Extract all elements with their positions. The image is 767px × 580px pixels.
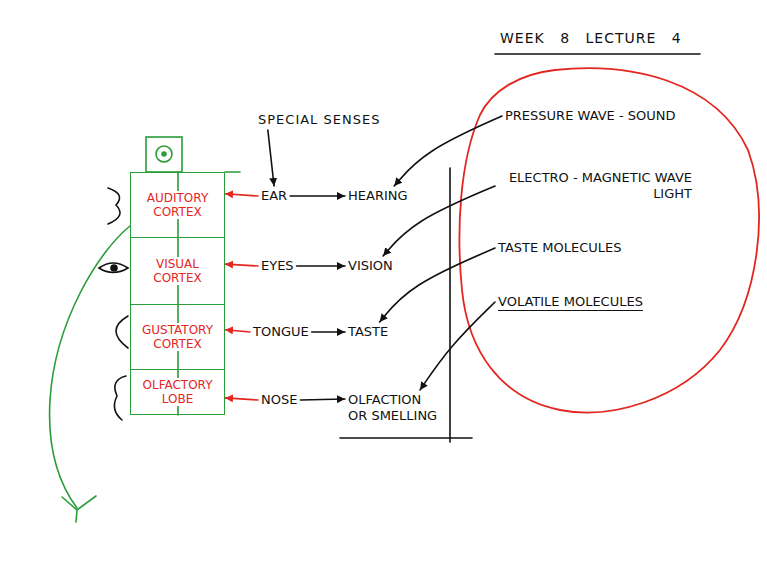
head-profile xyxy=(50,226,130,508)
slide-title: WEEK 8 LECTURE 4 xyxy=(500,30,682,46)
column-underline xyxy=(340,437,472,439)
stimulus-label: ELECTRO - MAGNETIC WAVE LIGHT xyxy=(509,170,692,201)
connector-arrow xyxy=(380,248,495,322)
sense-name: VISION xyxy=(345,256,396,276)
organ-label: EYES xyxy=(261,258,294,273)
nose-sketch xyxy=(114,376,126,420)
sense-organ: EAR xyxy=(258,186,290,206)
stimulus-circle xyxy=(459,68,759,412)
head-top-box xyxy=(146,137,182,172)
connector-arrow xyxy=(225,330,250,332)
neck-stroke xyxy=(62,496,96,522)
eye-sketch xyxy=(99,263,128,273)
connector-arrow xyxy=(300,399,345,400)
eye-pupil xyxy=(111,265,117,271)
stimulus-label: VOLATILE MOLECULES xyxy=(498,294,643,309)
sense-name: HEARING xyxy=(345,186,411,206)
stimulus-label: PRESSURE WAVE - SOUND xyxy=(505,108,676,123)
sense-organ: NOSE xyxy=(258,390,300,410)
stimulus-item: PRESSURE WAVE - SOUND xyxy=(502,106,679,126)
connector-arrow xyxy=(297,265,345,267)
stimulus-item: TASTE MOLECULES xyxy=(495,238,625,258)
cortex-label: VISUAL CORTEX xyxy=(134,257,221,285)
cortex-cell: OLFACTORY LOBE xyxy=(130,370,225,415)
head-top-dot xyxy=(162,152,166,156)
mouth-sketch xyxy=(116,316,128,348)
organ-label: TONGUE xyxy=(253,324,309,339)
stimulus-label: TASTE MOLECULES xyxy=(498,240,622,255)
organ-label: NOSE xyxy=(261,392,297,407)
brain-top-stroke xyxy=(225,171,240,173)
sense-name: OLFACTION OR SMELLING xyxy=(345,390,445,426)
stimulus-item: VOLATILE MOLECULES xyxy=(495,292,646,312)
cortex-cell: VISUAL CORTEX xyxy=(130,238,225,305)
cortex-label: OLFACTORY LOBE xyxy=(134,378,221,406)
sense-label: VISION xyxy=(348,258,393,273)
connector-arrow xyxy=(268,130,274,186)
divider-line xyxy=(449,168,451,442)
organ-label: EAR xyxy=(261,188,287,203)
sense-organ: TONGUE xyxy=(250,322,312,342)
connector-arrow xyxy=(225,264,258,266)
sense-organ: EYES xyxy=(258,256,297,276)
connector-arrow xyxy=(394,116,502,186)
heading-label: SPECIAL SENSES xyxy=(255,110,383,130)
sense-name: TASTE xyxy=(345,322,391,342)
head-top-circle xyxy=(156,146,172,162)
heading-text: SPECIAL SENSES xyxy=(258,112,380,127)
title-underline xyxy=(495,53,700,55)
sense-label: HEARING xyxy=(348,188,408,203)
ear-sketch xyxy=(108,188,120,224)
title-text: WEEK 8 LECTURE 4 xyxy=(500,30,682,46)
cortex-label: AUDITORY CORTEX xyxy=(134,191,221,219)
cortex-label: GUSTATORY CORTEX xyxy=(134,323,221,351)
cortex-cell: GUSTATORY CORTEX xyxy=(130,305,225,370)
sense-label: OLFACTION OR SMELLING xyxy=(348,392,437,423)
cortex-cell: AUDITORY CORTEX xyxy=(130,172,225,238)
connector-arrow xyxy=(420,302,495,390)
sense-label: TASTE xyxy=(348,324,388,339)
connector-arrow xyxy=(312,331,345,333)
connector-arrow xyxy=(290,195,345,197)
stimulus-item: ELECTRO - MAGNETIC WAVE LIGHT xyxy=(495,168,695,204)
connector-arrow xyxy=(225,398,258,400)
connector-arrow xyxy=(225,194,258,196)
